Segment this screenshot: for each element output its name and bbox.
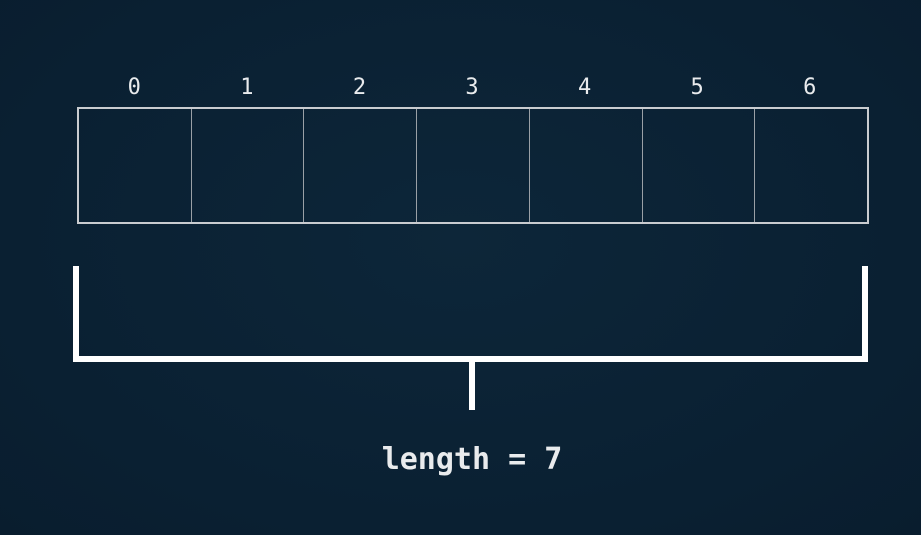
array-cell <box>190 109 304 222</box>
index-label: 1 <box>240 75 254 100</box>
index-label: 3 <box>465 75 479 100</box>
bracket-right-arm <box>862 266 868 362</box>
index-row: 0 1 2 3 4 5 6 <box>78 72 866 104</box>
index-label: 0 <box>127 75 141 100</box>
array-cell <box>416 109 529 222</box>
length-label: length = 7 <box>381 442 563 477</box>
bracket-left-arm <box>73 266 79 362</box>
array-cell <box>79 109 191 222</box>
index-label: 5 <box>690 75 704 100</box>
array-cell <box>641 109 755 222</box>
array-cell <box>303 109 416 222</box>
index-label: 2 <box>352 75 367 100</box>
index-label: 6 <box>803 75 817 100</box>
index-label: 4 <box>577 75 592 100</box>
bracket-base <box>73 356 868 362</box>
array-cell <box>528 109 642 222</box>
array-box <box>77 107 869 224</box>
bracket-stem <box>469 360 475 410</box>
array-cell <box>754 109 867 222</box>
